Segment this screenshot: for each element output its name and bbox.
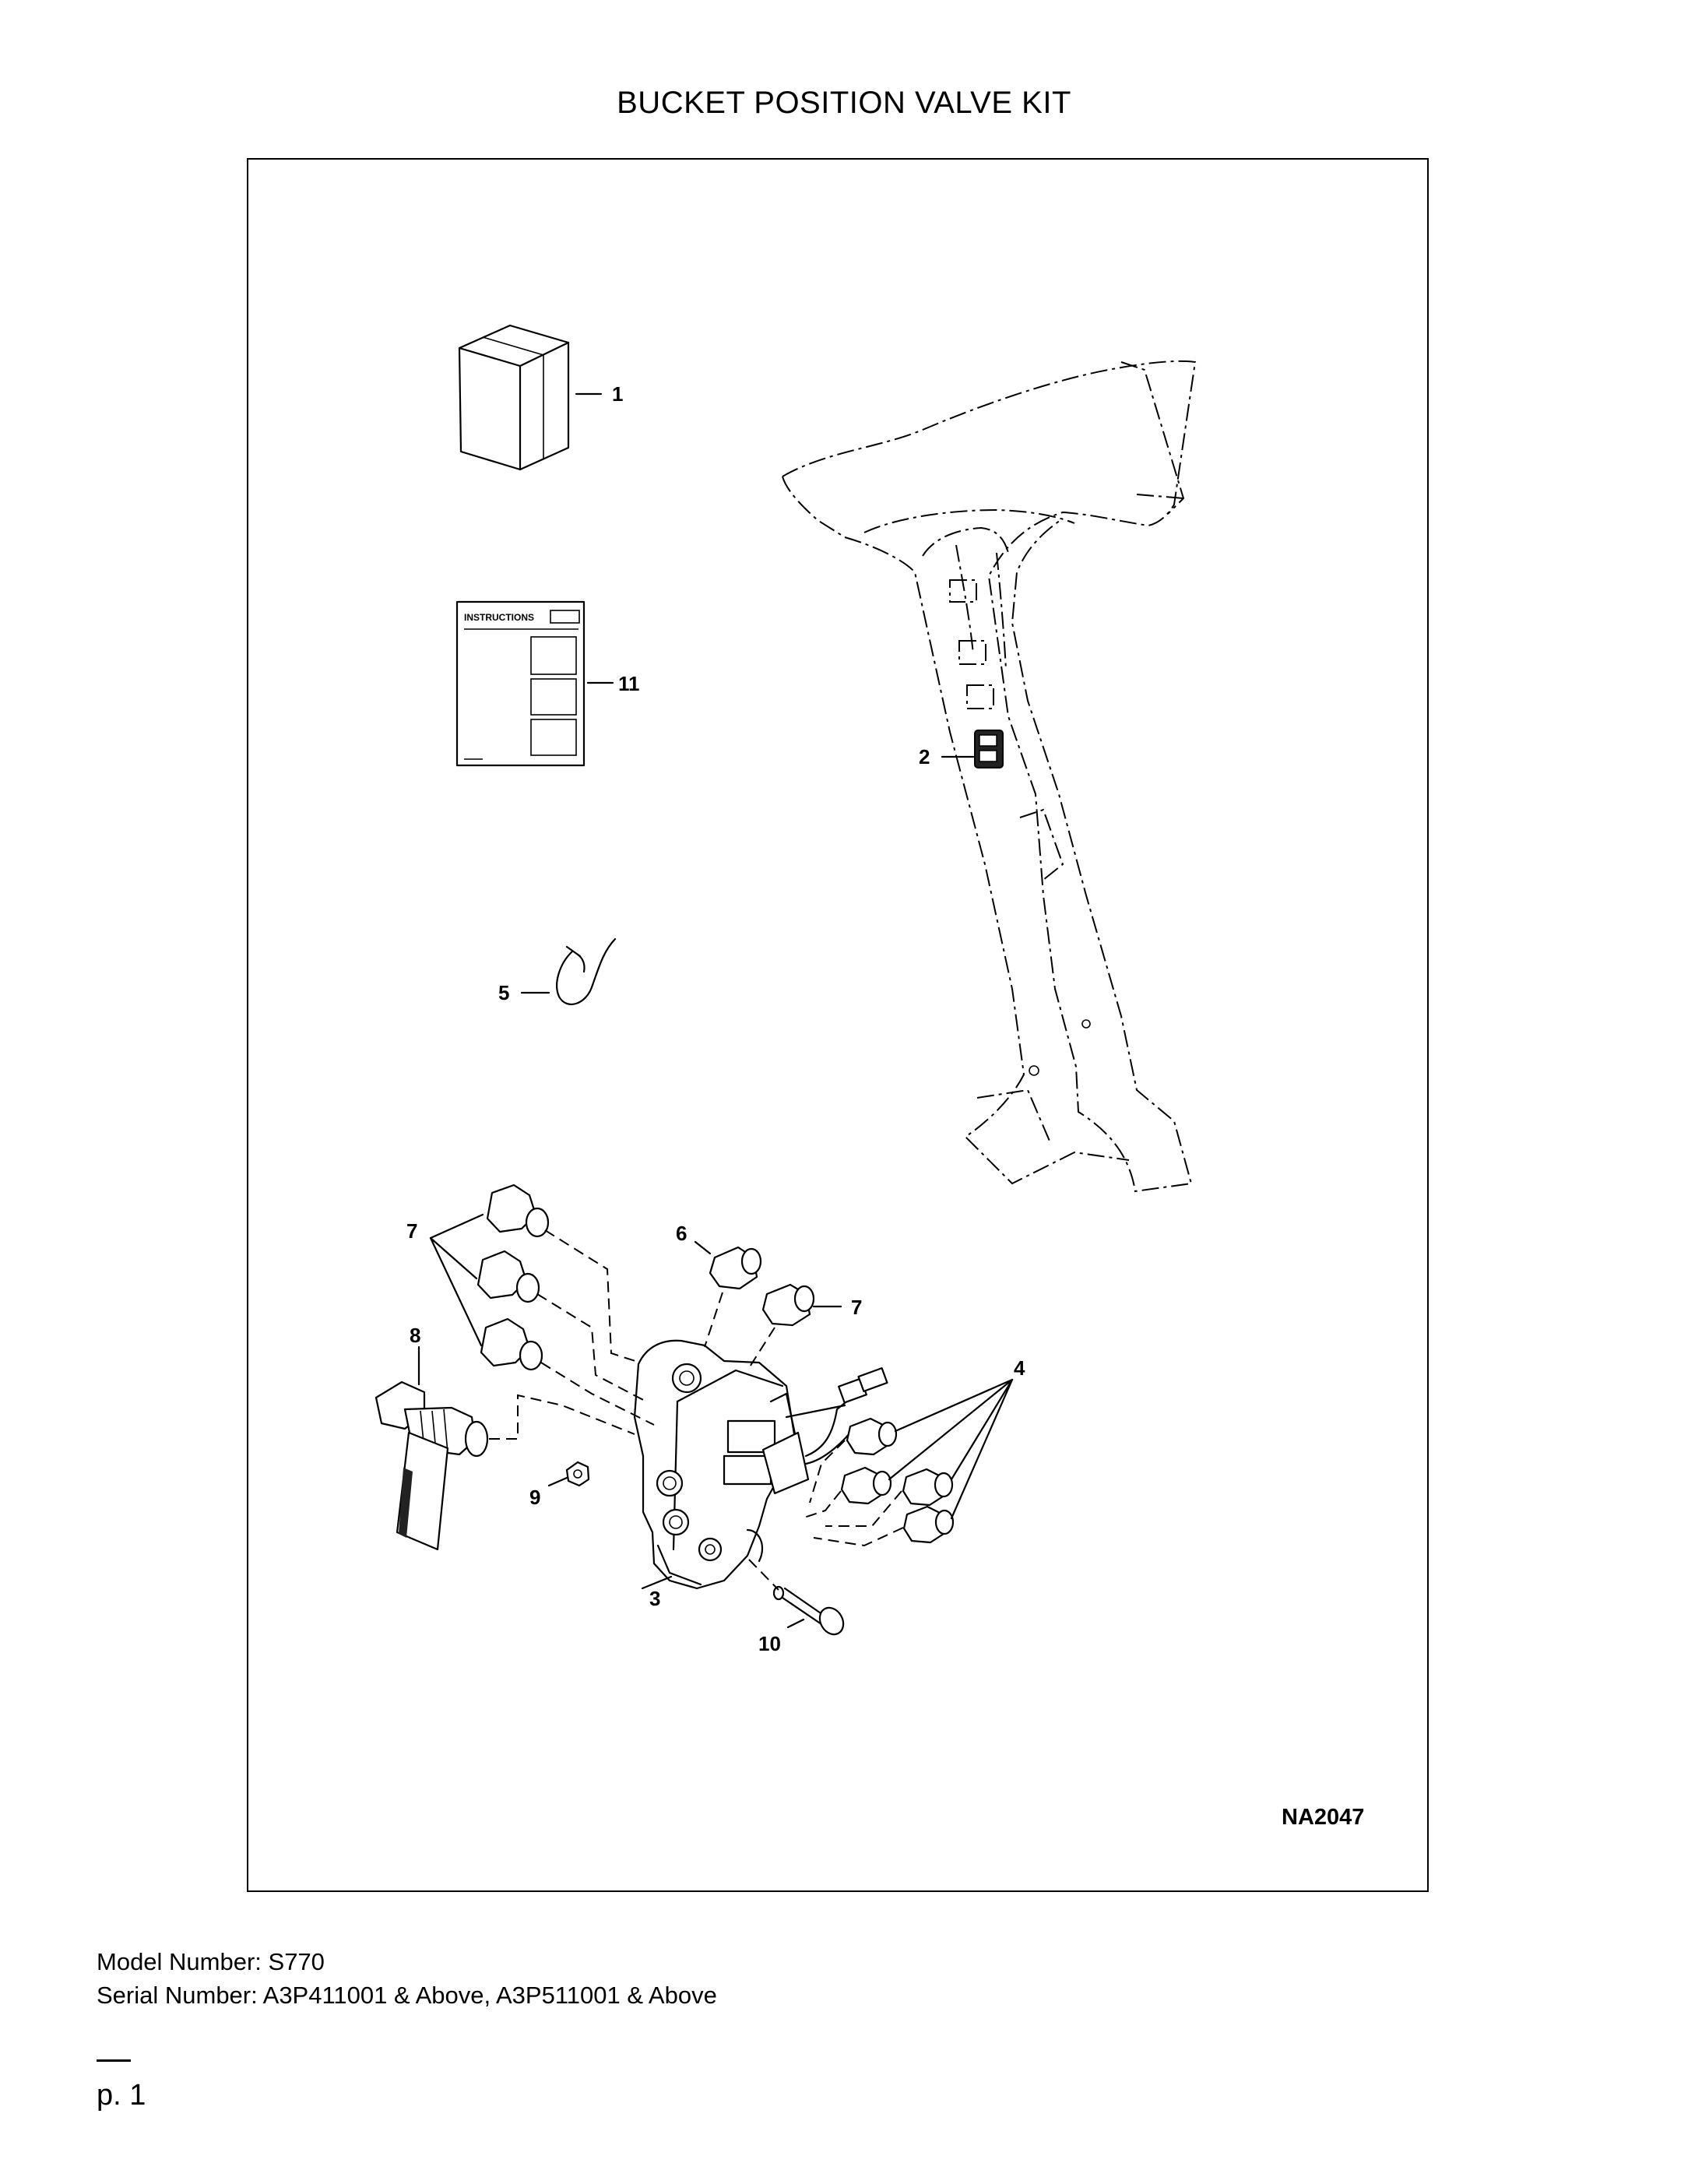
loader-arm-phantom bbox=[782, 360, 1197, 1193]
callout-8: 8 bbox=[410, 1324, 420, 1347]
fitting-part-4-a bbox=[846, 1417, 898, 1456]
page-number: p. 1 bbox=[97, 2079, 146, 2112]
fitting-part-7-top bbox=[486, 1183, 550, 1238]
cable-tie-part bbox=[556, 937, 617, 1005]
elbow-fitting-part bbox=[375, 1380, 489, 1551]
serial-number: Serial Number: A3P411001 & Above, A3P511… bbox=[97, 1982, 717, 2009]
callout-3: 3 bbox=[649, 1587, 660, 1610]
kit-box-part bbox=[458, 324, 570, 471]
callout-7-left: 7 bbox=[406, 1219, 417, 1243]
callout-6: 6 bbox=[676, 1222, 687, 1245]
callout-1: 1 bbox=[612, 382, 623, 406]
callout-9: 9 bbox=[529, 1486, 540, 1509]
bolt-part bbox=[772, 1585, 845, 1636]
callout-5: 5 bbox=[498, 981, 509, 1004]
fitting-part-6 bbox=[709, 1246, 762, 1290]
model-number: Model Number: S770 bbox=[97, 1948, 325, 1975]
page-rule bbox=[97, 2059, 131, 2062]
fitting-part-4-d bbox=[902, 1505, 955, 1544]
callout-11: 11 bbox=[618, 672, 640, 695]
nut-part bbox=[565, 1461, 590, 1487]
figure-frame bbox=[247, 158, 1429, 1892]
callout-7-right: 7 bbox=[851, 1296, 862, 1319]
fitting-part-7-mid bbox=[477, 1250, 540, 1303]
fitting-part-4-c bbox=[902, 1468, 954, 1507]
figure-id: NA2047 bbox=[1282, 1805, 1365, 1830]
callout-2: 2 bbox=[919, 745, 930, 768]
page-title: BUCKET POSITION VALVE KIT bbox=[617, 86, 1071, 120]
bucket-position-switch-part bbox=[974, 730, 1004, 768]
callout-10: 10 bbox=[758, 1632, 781, 1655]
bucket-position-valve-part bbox=[633, 1339, 888, 1590]
fitting-part-7-right bbox=[761, 1283, 815, 1327]
fitting-part-7-low bbox=[480, 1317, 543, 1371]
callout-4: 4 bbox=[1014, 1356, 1025, 1380]
instructions-label: INSTRUCTIONS bbox=[464, 612, 534, 623]
instructions-sheet-part: INSTRUCTIONS bbox=[455, 600, 586, 767]
fitting-part-4-b bbox=[840, 1466, 892, 1505]
